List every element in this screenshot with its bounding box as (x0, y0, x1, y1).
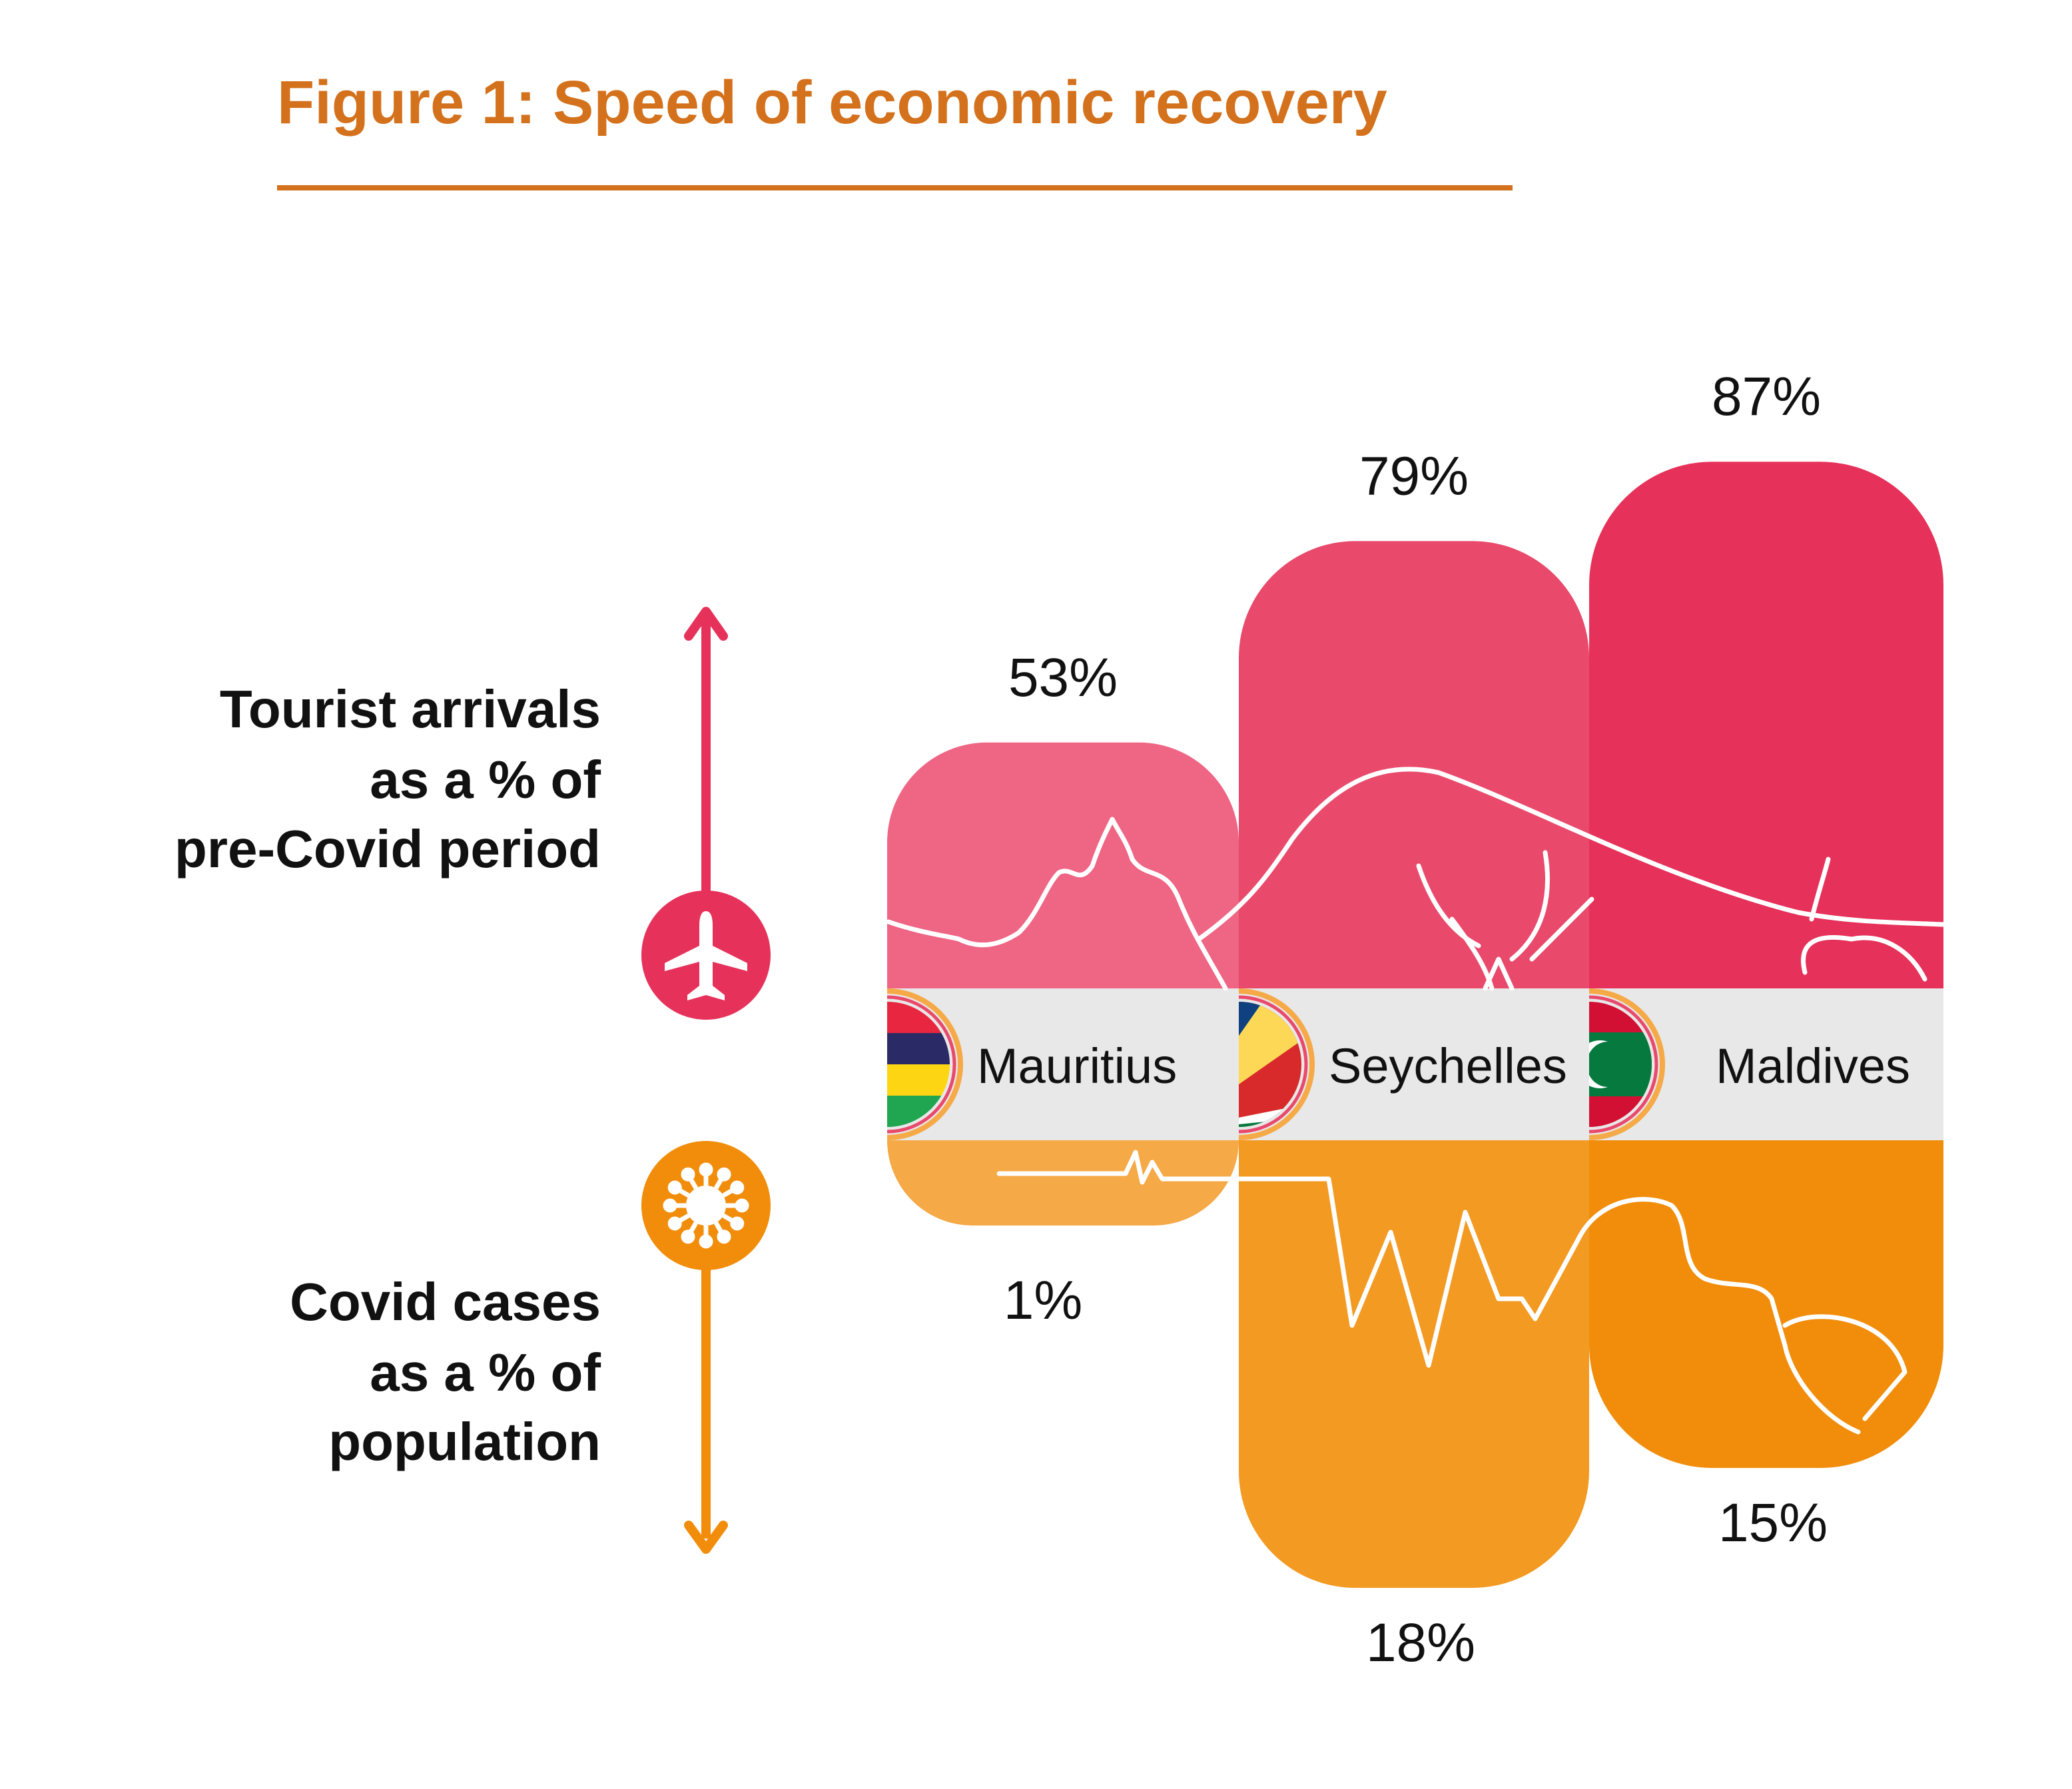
covid-bar (1239, 1140, 1589, 1588)
covid-bar (887, 1140, 1239, 1226)
covid-value-label: 18% (1366, 1612, 1475, 1673)
covid-legend-line-3: population (328, 1412, 601, 1471)
decorative-lines (886, 767, 1946, 1435)
column-maldives: 87% 15% Maldives (1589, 366, 1943, 1553)
covid-legend: Covid cases as a % of population (290, 1272, 601, 1471)
airplane-icon (641, 891, 771, 1020)
virus-icon (641, 1141, 771, 1270)
country-label: Mauritius (977, 1038, 1177, 1094)
tourist-legend-line-3: pre-Covid period (174, 819, 601, 879)
chart-title: Figure 1: Speed of economic recovery (277, 69, 1387, 137)
tourist-legend-line-2: as a % of (370, 750, 601, 809)
columns: 53% 1% Mauritius 79% 18% Seychelles 87% 15% Mald… (886, 366, 1946, 1673)
column-seychelles: 79% 18% Seychelles (1239, 446, 1589, 1673)
title-underline (277, 185, 1513, 190)
tourist-bar (1239, 541, 1589, 988)
tourist-value-label: 53% (1008, 647, 1118, 708)
country-label: Maldives (1716, 1038, 1910, 1094)
tourist-value-label: 79% (1359, 446, 1469, 506)
flag-maldives-icon (1589, 988, 1665, 1140)
covid-legend-line-2: as a % of (370, 1343, 601, 1402)
down-arrow (684, 1252, 728, 1554)
tourist-legend: Tourist arrivals as a % of pre-Covid per… (174, 679, 601, 879)
tourist-legend-line-1: Tourist arrivals (220, 679, 601, 739)
covid-legend-line-1: Covid cases (290, 1272, 601, 1331)
flag-seychelles-icon (1239, 988, 1315, 1140)
tourist-bar (1589, 462, 1943, 988)
up-arrow (684, 607, 728, 899)
tourist-value-label: 87% (1712, 366, 1821, 427)
covid-value-label: 1% (1004, 1270, 1083, 1331)
tourist-bar (887, 742, 1239, 988)
covid-bar (1589, 1140, 1943, 1468)
country-label: Seychelles (1329, 1038, 1567, 1094)
covid-value-label: 15% (1718, 1493, 1828, 1553)
column-mauritius: 53% 1% Mauritius (887, 647, 1239, 1331)
flag-mauritius-icon (887, 988, 963, 1140)
